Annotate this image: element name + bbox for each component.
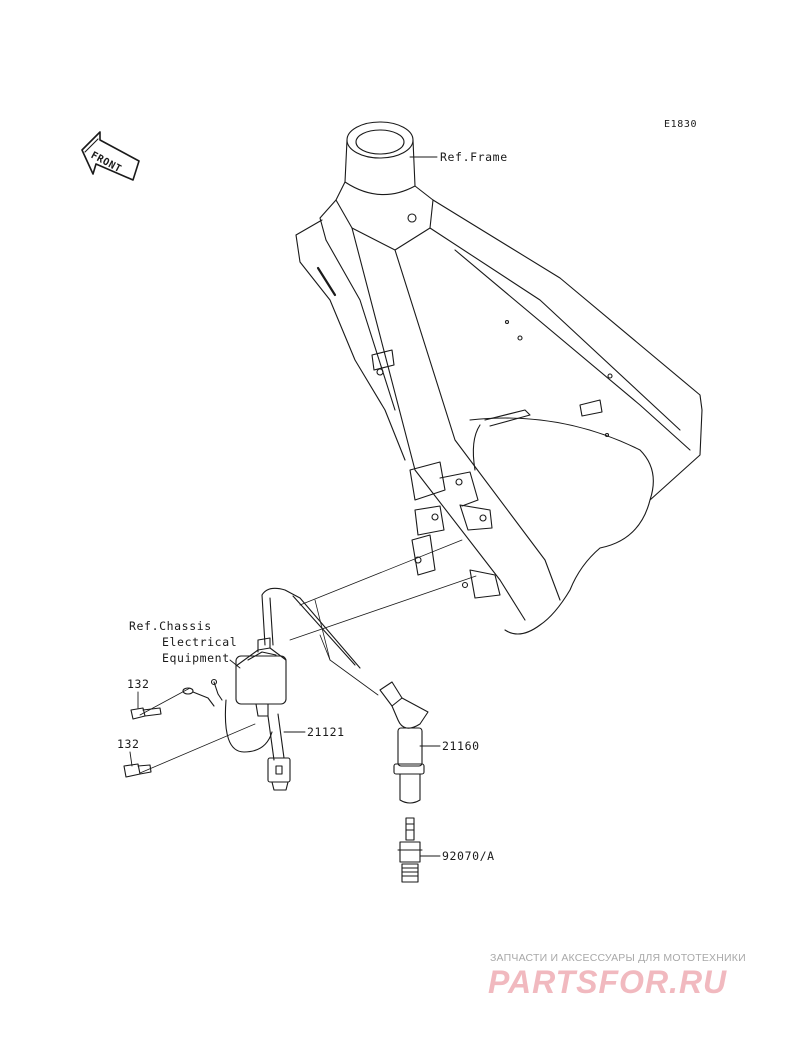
- front-arrow-icon: [81, 131, 140, 181]
- watermark-logo: PARTSFOR.RU: [488, 964, 728, 1000]
- label-ref-chassis: Ref.Chassis: [129, 619, 212, 633]
- label-equipment: Equipment: [162, 651, 230, 665]
- bolt-132-drawing: [123, 707, 162, 778]
- leader-lines: [129, 156, 441, 857]
- frame-drawing: [295, 121, 703, 635]
- ignition-coil-drawing: [224, 587, 361, 791]
- label-part-132-upper: 132: [127, 677, 150, 691]
- label-part-132-lower: 132: [117, 737, 140, 751]
- spark-plug-drawing: [397, 817, 423, 883]
- label-part-21121: 21121: [307, 725, 345, 739]
- label-part-92070: 92070/A: [442, 849, 495, 863]
- label-electrical: Electrical: [162, 635, 238, 649]
- diagram-code: E1830: [664, 119, 698, 130]
- plug-cap-drawing: [379, 681, 429, 804]
- label-part-21160: 21160: [442, 739, 480, 753]
- label-ref-frame: Ref.Frame: [440, 150, 508, 164]
- watermark-caption: ЗАПЧАСТИ И АКСЕССУАРЫ ДЛЯ МОТОТЕХНИКИ: [490, 952, 746, 964]
- ground-terminal-drawing: [182, 678, 223, 707]
- mounting-reference-lines: [139, 539, 477, 774]
